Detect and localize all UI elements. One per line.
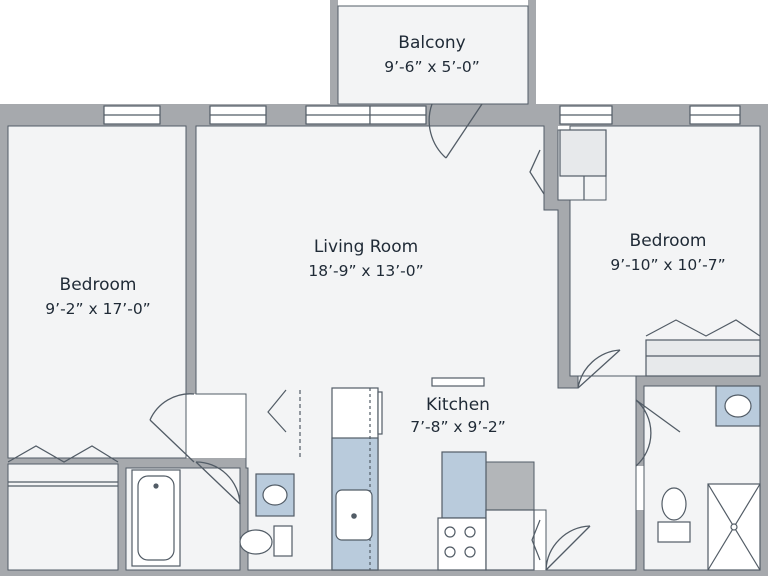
windows	[103, 105, 741, 125]
closet-left-floor	[7, 463, 119, 571]
living-room-name: Living Room	[314, 237, 418, 257]
kitchen-name: Kitchen	[426, 395, 490, 415]
bedroom-right-dims: 9’-10” x 10’-7”	[610, 256, 725, 274]
balcony-floor	[337, 5, 529, 105]
bedroom-left-door-swing	[149, 393, 195, 421]
bedroom-right-name: Bedroom	[630, 231, 707, 251]
kitchen-fixtures	[331, 377, 541, 571]
balcony-name: Balcony	[398, 33, 465, 53]
bath-right-fixtures	[657, 385, 761, 571]
room-labels: Balcony 9’-6” x 5’-0” Living Room 18’-9”…	[45, 33, 725, 436]
balcony-door-leaf	[445, 103, 483, 159]
floors	[7, 5, 761, 571]
bedroom-left-floor	[7, 125, 187, 459]
bedroom-right-floor	[569, 125, 761, 377]
bath-left-fixtures	[131, 469, 295, 567]
bedroom-left-dims: 9’-2” x 17’-0”	[45, 300, 150, 318]
living-room-floor	[195, 125, 637, 571]
living-room-dims: 18’-9” x 13’-0”	[308, 262, 423, 280]
balcony-dims: 9’-6” x 5’-0”	[384, 58, 480, 76]
bedroom-left-door-leaf	[149, 419, 195, 463]
bedroom-left-name: Bedroom	[60, 275, 137, 295]
kitchen-dims: 7’-8” x 9’-2”	[410, 418, 506, 436]
doors	[149, 103, 681, 571]
balcony-door-swing	[428, 103, 447, 159]
closet-fixtures	[7, 129, 761, 487]
